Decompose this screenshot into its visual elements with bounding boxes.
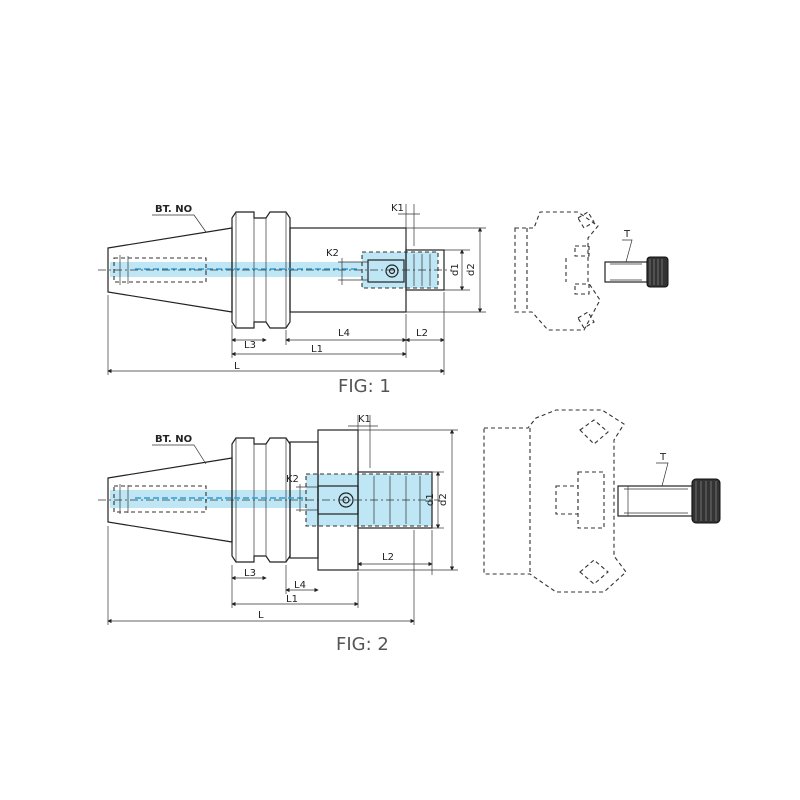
fig1-caption: FIG: 1 xyxy=(338,376,391,397)
fig2-l4-label: L4 xyxy=(294,580,306,591)
fig2-l1-label: L1 xyxy=(286,594,298,605)
fig1-l2-label: L2 xyxy=(416,328,428,339)
fig1-l-label: L xyxy=(234,361,240,372)
fig1-k2-label: K2 xyxy=(326,248,339,259)
fig2-d1-label: d1 xyxy=(425,493,436,506)
fig1-flange xyxy=(231,211,291,329)
fig1-d1-label: d1 xyxy=(450,263,461,276)
fig2-insert-outline xyxy=(483,409,627,593)
fig2-bt-label: BT. NO xyxy=(155,434,192,445)
fig1-k1-label: K1 xyxy=(391,203,404,214)
fig1-t-label: T xyxy=(623,229,631,240)
fig2-bore-highlight xyxy=(110,490,310,508)
fig2-drawing: BT. NO K1 K2 d1 d2 L2 L3 xyxy=(98,409,721,625)
fig2-l2-label: L2 xyxy=(382,552,394,563)
fig2-t-label: T xyxy=(659,452,667,463)
fig1-screw-head xyxy=(646,256,669,288)
fig2-l-label: L xyxy=(258,610,264,621)
fig1-l3-label: L3 xyxy=(244,340,256,351)
fig2-l3-label: L3 xyxy=(244,568,256,579)
fig1-bt-label: BT. NO xyxy=(155,204,192,215)
fig1-bore-highlight xyxy=(110,262,410,277)
fig1-screw-shank xyxy=(604,261,648,283)
fig1-l4-label: L4 xyxy=(338,328,350,339)
fig2-screw-shank xyxy=(617,485,693,517)
fig1-d2-label: d2 xyxy=(466,263,477,276)
fig1-insert-outline xyxy=(514,211,601,331)
fig1-drawing: BT. NO K1 K2 d1 d2 L3 L4 L2 xyxy=(98,203,669,375)
fig2-caption: FIG: 2 xyxy=(336,634,389,655)
fig2-d2-label: d2 xyxy=(438,493,449,506)
fig1-l1-label: L1 xyxy=(311,344,323,355)
fig2-k2-label: K2 xyxy=(286,474,299,485)
fig2-k1-label: K1 xyxy=(358,414,371,425)
